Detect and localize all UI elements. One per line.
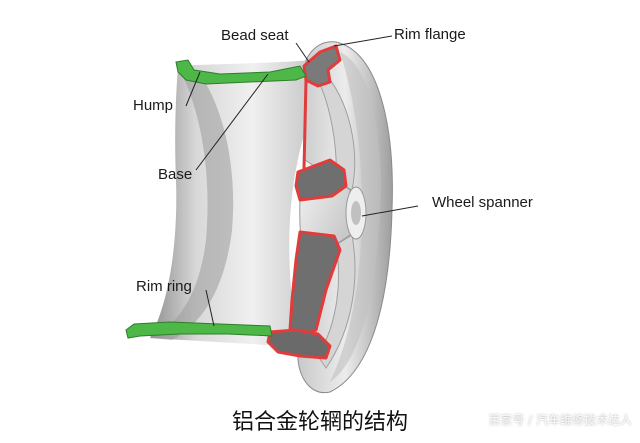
wheel-spanner-label: Wheel spanner [432,194,533,211]
hump-label: Hump [133,97,174,114]
watermark-text: 百家号 / 汽车维修技术达人 [488,413,632,427]
leader-lines [185,35,419,327]
rim-ring-label: Rim ring [136,278,192,295]
bead-seat-label: Bead seat [221,27,289,44]
figure-caption: 铝合金轮辋的结构 [231,410,408,435]
watermark-logo-icon [473,413,486,425]
rim-barrel [150,60,336,348]
rim-flange-label: Rim flange [394,26,466,43]
base-label: Base [158,166,193,183]
watermark: 百家号 / 汽车维修技术达人 [473,411,632,428]
tire-seat-profiles [125,59,307,339]
rim-cross-section [266,44,348,360]
